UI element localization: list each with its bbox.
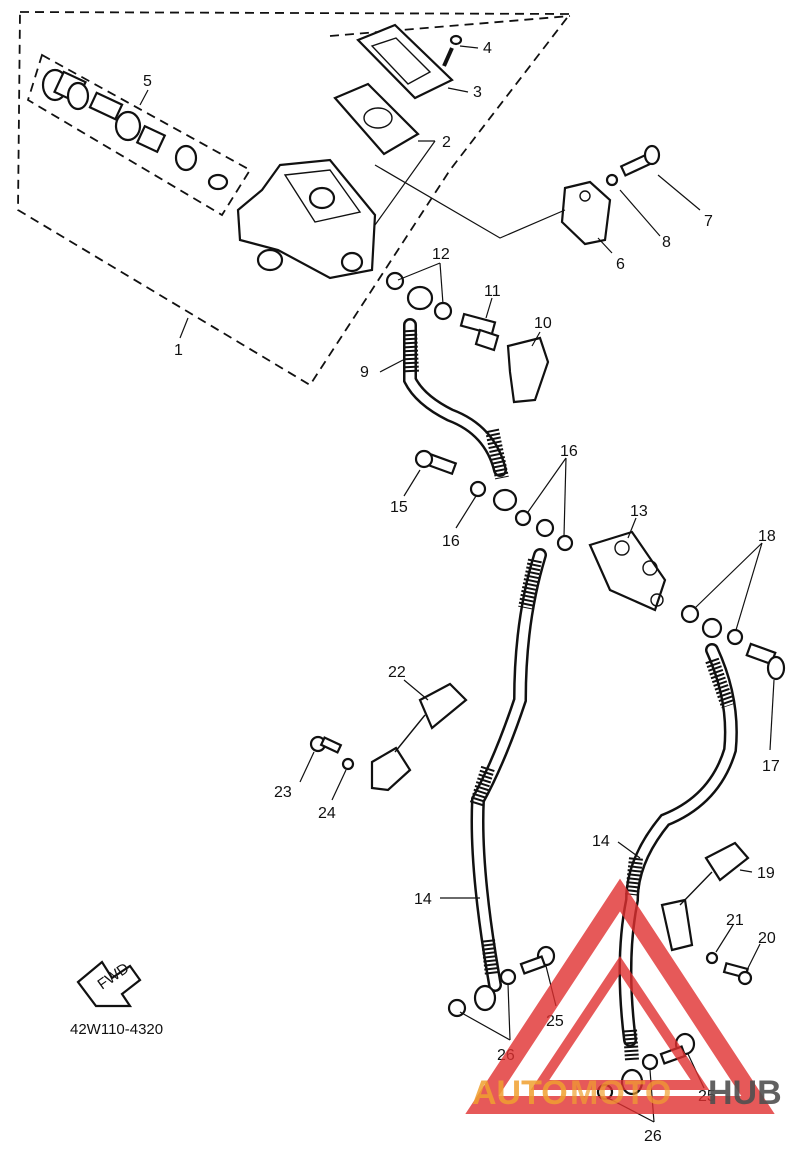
hose-clamp-19 xyxy=(660,841,750,952)
callout-10: 10 xyxy=(534,315,552,332)
washer-26-b xyxy=(499,968,517,986)
bolt-7 xyxy=(619,144,661,177)
watermark-brand-moto: MOTO xyxy=(570,1074,671,1112)
callout-16-top: 16 xyxy=(560,443,578,460)
union-bolt-15 xyxy=(414,449,458,476)
washer-16-b xyxy=(535,518,555,538)
bolt-23 xyxy=(309,735,343,754)
washer-16-a xyxy=(514,509,532,527)
callout-18: 18 xyxy=(758,528,776,545)
callout-8: 8 xyxy=(662,234,671,251)
callout-19: 19 xyxy=(757,865,775,882)
callout-9: 9 xyxy=(360,364,369,381)
washer-16-c xyxy=(556,534,574,552)
lever-holder xyxy=(560,180,612,246)
bleed-cap-10 xyxy=(506,336,550,404)
callout-2: 2 xyxy=(442,134,451,151)
callout-leaders xyxy=(139,45,775,1123)
bolt-20 xyxy=(722,961,753,986)
reservoir-diaphragm xyxy=(333,82,420,156)
callout-24: 24 xyxy=(318,805,336,822)
reservoir-cap xyxy=(356,23,454,100)
watermark-triangle-outer xyxy=(465,878,775,1114)
brake-hose-14-left xyxy=(469,548,547,1012)
watermark-brand-auto: AUTO xyxy=(472,1074,568,1112)
callout-25-left: 25 xyxy=(546,1013,564,1030)
callout-6: 6 xyxy=(616,256,625,273)
watermark-brand: AUTO MOTO HUB xyxy=(472,1074,782,1112)
piston-kit-boundary xyxy=(26,53,252,217)
union-bolt-17 xyxy=(745,642,786,681)
callout-13: 13 xyxy=(630,503,648,520)
brake-hose-9 xyxy=(403,285,518,512)
callout-21: 21 xyxy=(726,912,744,929)
callout-26-right: 26 xyxy=(644,1128,662,1145)
callout-14-left: 14 xyxy=(414,891,432,908)
union-bolt-11 xyxy=(459,312,500,352)
washer-16-left xyxy=(469,480,487,498)
washer-18-a xyxy=(680,604,700,624)
three-way-joint-13 xyxy=(588,530,667,612)
watermark-triangle-inner xyxy=(530,955,710,1090)
gaskets-12 xyxy=(385,271,453,321)
callout-16-left: 16 xyxy=(442,533,460,550)
union-bolt-25-left xyxy=(519,945,556,975)
washer-8 xyxy=(605,173,619,187)
piston-kit-parts xyxy=(41,68,229,191)
watermark-logo xyxy=(465,878,775,1114)
part-code: 42W110-4320 xyxy=(70,1021,163,1038)
watermark-brand-hub: HUB xyxy=(708,1074,782,1112)
callout-4: 4 xyxy=(483,40,492,57)
brake-hose-14-right xyxy=(618,617,738,1096)
callout-15: 15 xyxy=(390,499,408,516)
callout-5: 5 xyxy=(143,73,152,90)
callout-3: 3 xyxy=(473,84,482,101)
washer-24 xyxy=(341,757,355,771)
callout-17: 17 xyxy=(762,758,780,775)
callout-22: 22 xyxy=(388,664,406,681)
assembly-boundary-1 xyxy=(17,11,572,387)
washer-26-d xyxy=(641,1053,659,1071)
reservoir-boundary xyxy=(329,15,571,37)
callout-14-right: 14 xyxy=(592,833,610,850)
master-cylinder-body xyxy=(236,158,377,280)
callout-11: 11 xyxy=(484,283,501,300)
fwd-arrow-icon: FWD xyxy=(76,960,142,1008)
callout-20: 20 xyxy=(758,930,776,947)
callout-12: 12 xyxy=(432,246,450,263)
washer-21 xyxy=(705,951,719,965)
cap-screw xyxy=(442,34,463,67)
callout-7: 7 xyxy=(704,213,713,230)
callout-1: 1 xyxy=(174,342,183,359)
callout-23: 23 xyxy=(274,784,292,801)
washer-18-b xyxy=(726,628,744,646)
hose-clamp-22 xyxy=(370,682,468,792)
